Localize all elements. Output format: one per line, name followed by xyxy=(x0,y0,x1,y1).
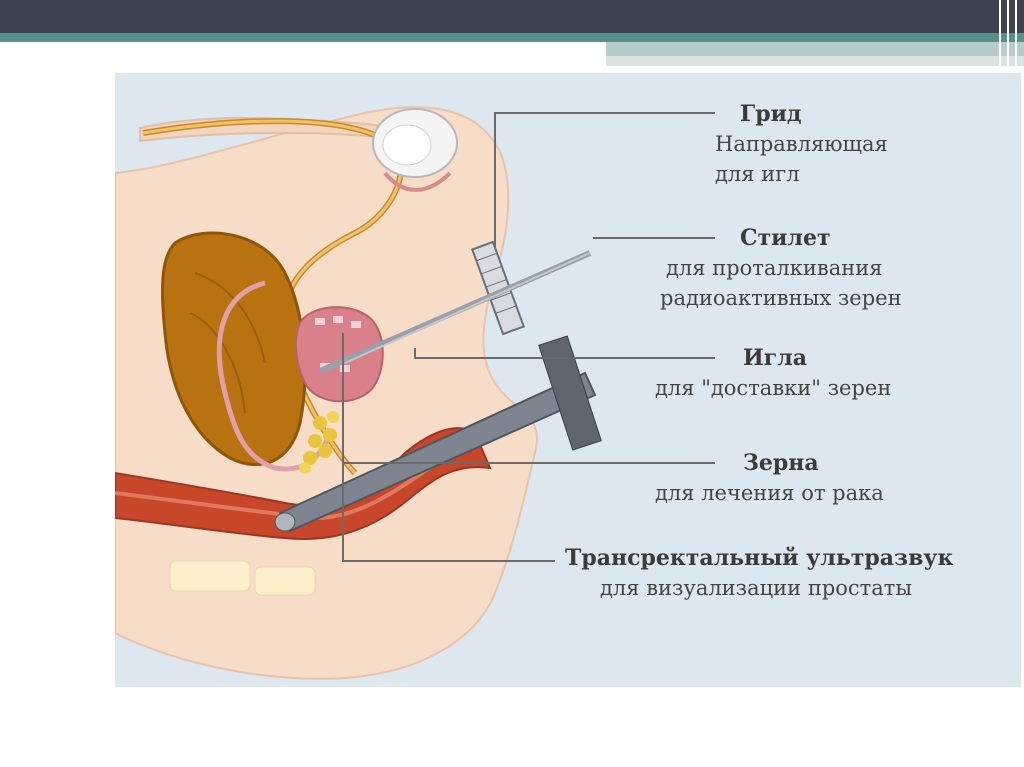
rectum xyxy=(115,427,492,540)
stylet-line2: радиоактивных зерен xyxy=(660,286,902,310)
prostate xyxy=(294,306,384,403)
anatomy-illustration xyxy=(115,106,715,680)
stylet-line1: для проталкивания xyxy=(666,256,883,280)
seeds-line1: для лечения от рака xyxy=(655,481,884,505)
grid-title: Грид xyxy=(740,101,802,127)
trus-title: Трансректальный ультразвук xyxy=(565,545,954,571)
bladder xyxy=(160,231,307,467)
probe-stepper xyxy=(538,335,602,451)
stylet-title: Стилет xyxy=(740,225,831,251)
grid-line2: для игл xyxy=(715,162,800,186)
needle-line1: для "доставки" зерен xyxy=(655,376,892,400)
label-trus: Трансректальный ультразвук для визуализа… xyxy=(565,543,953,603)
stylet xyxy=(344,252,591,364)
label-grid: Грид Направляющая для игл xyxy=(715,99,888,189)
label-seeds: Зерна для лечения от рака xyxy=(655,448,884,508)
label-needle: Игла для "доставки" зерен xyxy=(655,343,891,403)
needle-title: Игла xyxy=(743,345,808,371)
needle-grid xyxy=(470,240,526,336)
leader-lines xyxy=(342,112,715,562)
seeds-cluster xyxy=(299,411,339,474)
grid-line1: Направляющая xyxy=(715,132,888,156)
seeds-title: Зерна xyxy=(743,450,819,476)
slide-header-bar xyxy=(0,0,1024,68)
trus-line1: для визуализации простаты xyxy=(600,576,913,600)
label-stylet: Стилет для проталкивания радиоактивных з… xyxy=(660,223,902,313)
brachytherapy-diagram: Грид Направляющая для игл Стилет для про… xyxy=(115,73,1021,687)
